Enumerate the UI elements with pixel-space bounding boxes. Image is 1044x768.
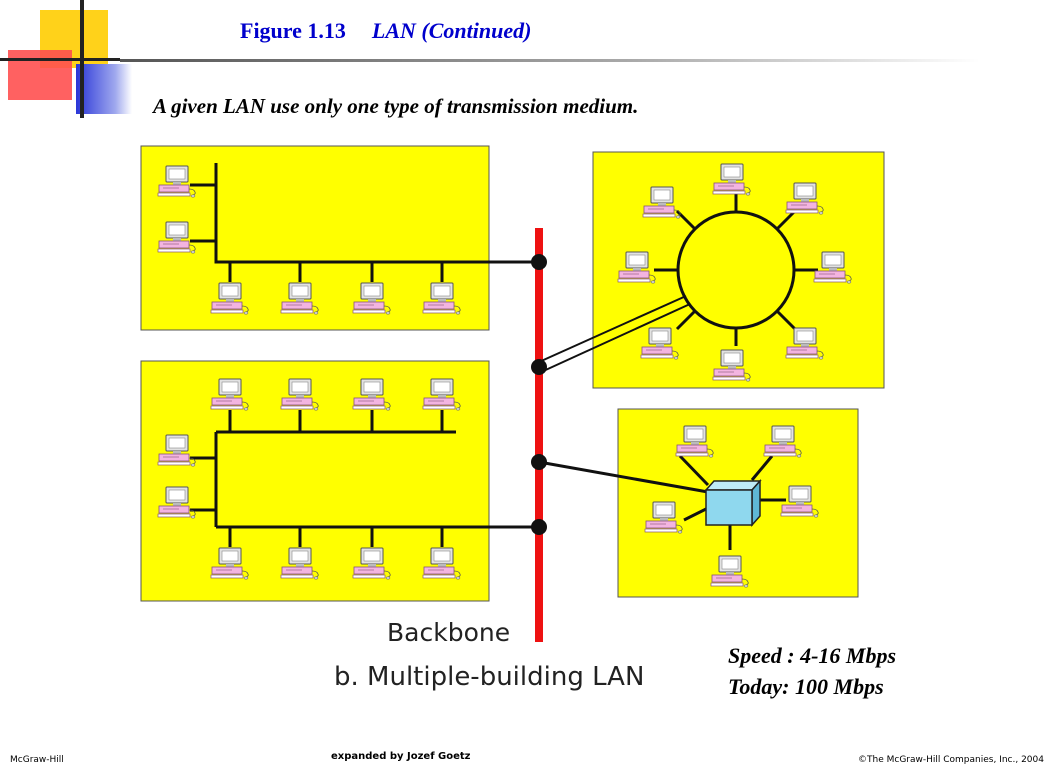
speed-line-2: Today: 100 Mbps [728, 674, 884, 699]
corner-decoration [0, 0, 132, 120]
backbone-label: Backbone [387, 618, 511, 647]
footer-credit: expanded by Jozef Goetz [331, 751, 471, 762]
footer-publisher: McGraw-Hill [10, 755, 64, 765]
backbone-junctions [531, 254, 547, 535]
figure-name: LAN (Continued) [371, 18, 532, 43]
building-top-left [140, 145, 490, 331]
hub [704, 479, 762, 527]
figure-title: Figure 1.13 LAN (Continued) [240, 18, 531, 44]
bus-bottom-left [190, 410, 539, 547]
star-network [538, 454, 786, 550]
deco-horizontal-line [0, 58, 120, 61]
footer-copyright: ©The McGraw-Hill Companies, Inc., 2004 [858, 755, 1044, 765]
deco-blue-square [76, 64, 132, 114]
slide-subtitle: A given LAN use only one type of transmi… [153, 94, 639, 118]
ring-uplink [538, 295, 691, 374]
diagram-caption: b. Multiple-building LAN [334, 662, 645, 692]
speed-line-1: Speed : 4-16 Mbps [728, 643, 897, 668]
title-rule [120, 59, 980, 62]
bus-top-left [190, 163, 539, 282]
building-bottom-left [140, 360, 490, 602]
figure-number: Figure 1.13 [240, 18, 346, 43]
speed-note: Speed : 4-16 Mbps Today: 100 Mbps [728, 640, 896, 702]
ring-network [654, 194, 818, 346]
